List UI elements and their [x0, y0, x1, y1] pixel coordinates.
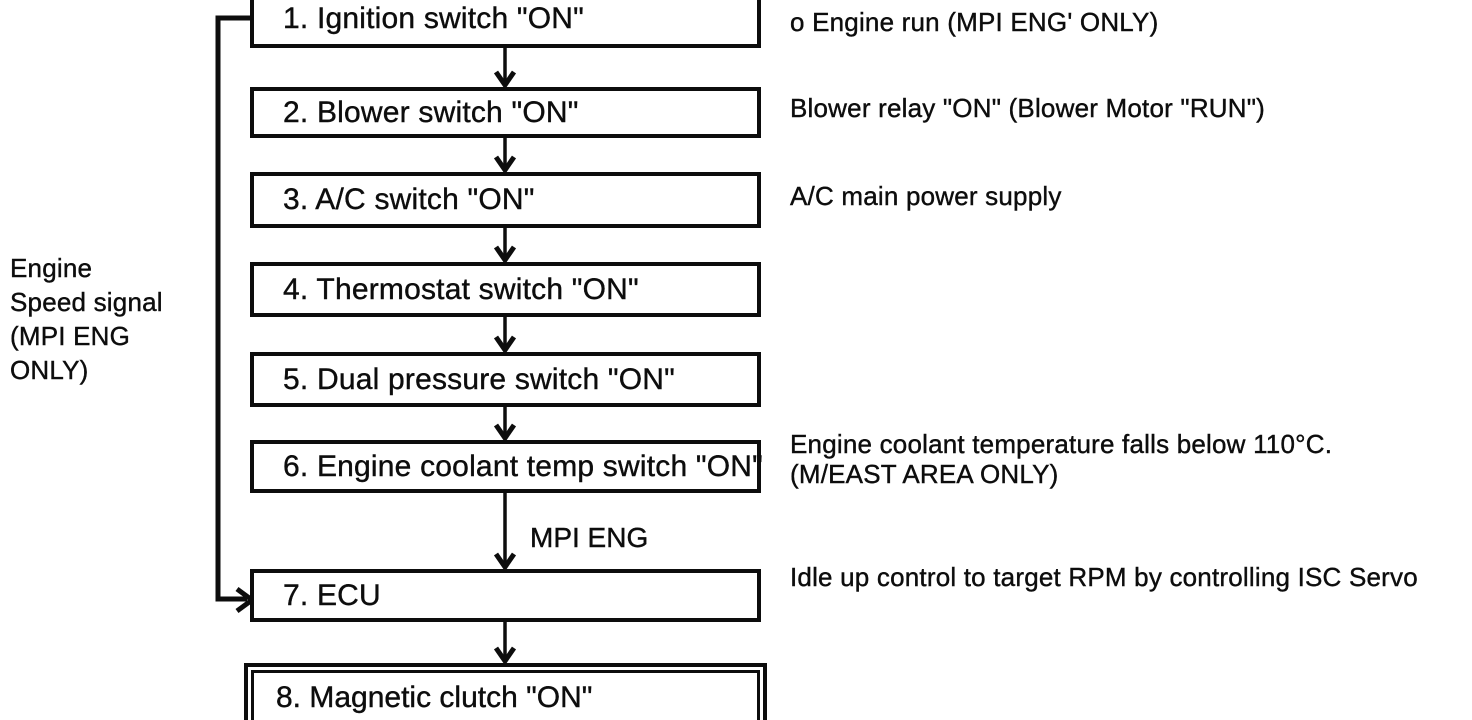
flow-arrow-4-5: [493, 315, 517, 355]
arrow-label-mpi-eng: MPI ENG: [530, 522, 649, 553]
flow-box-3-ac-switch: 3. A/C switch "ON": [250, 172, 761, 228]
annotation-ac-main-power: A/C main power supply: [790, 181, 1062, 211]
annotation-idle-up-control: Idle up control to target RPM by control…: [790, 562, 1418, 592]
flow-arrow-7-8: [493, 620, 517, 666]
annotation-engine-run: o Engine run (MPI ENG' ONLY): [790, 7, 1159, 37]
flow-arrow-1-2: [493, 46, 517, 90]
flow-arrow-2-3: [493, 136, 517, 175]
annotation-blower-relay: Blower relay "ON" (Blower Motor "RUN"): [790, 93, 1266, 123]
flow-arrow-6-7-mpi-eng: [493, 491, 517, 572]
annotation-coolant-temperature: Engine coolant temperature falls below 1…: [790, 429, 1333, 489]
flow-box-8-magnetic-clutch: 8. Magnetic clutch "ON": [244, 663, 767, 720]
flow-arrow-3-4: [493, 226, 517, 265]
engine-speed-signal-note: Engine Speed signal (MPI ENG ONLY): [10, 253, 163, 385]
flow-box-5-dual-pressure-switch: 5. Dual pressure switch "ON": [250, 352, 761, 407]
flow-box-4-thermostat-switch: 4. Thermostat switch "ON": [250, 262, 761, 317]
flow-box-1-ignition-switch: 1. Ignition switch "ON": [250, 0, 761, 48]
flow-box-6-engine-coolant-temp-switch: 6. Engine coolant temp switch "ON": [250, 440, 763, 493]
flow-box-2-blower-switch: 2. Blower switch "ON": [250, 87, 761, 138]
feedback-line-engine-speed-signal: [215, 15, 257, 614]
flow-box-7-ecu: 7. ECU: [250, 569, 761, 622]
flow-arrow-5-6: [493, 405, 517, 443]
flow-box-8-inner-border: 8. Magnetic clutch "ON": [251, 670, 760, 720]
